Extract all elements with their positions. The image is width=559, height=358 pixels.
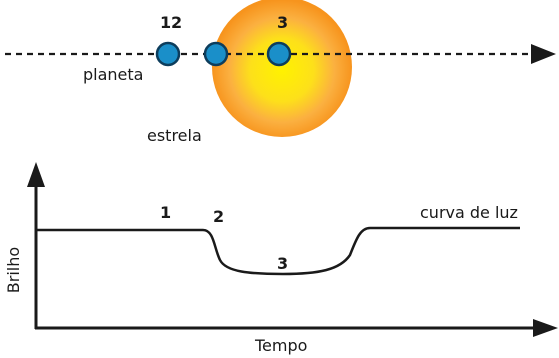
y-axis-label: Brilho — [6, 247, 22, 293]
planet-position-2 — [205, 43, 227, 65]
orbit-marker-2: 2 — [171, 15, 182, 31]
orbit-arrow-head — [531, 44, 556, 64]
x-axis-label: Tempo — [255, 338, 307, 354]
x-axis-arrow-head — [533, 319, 558, 337]
curve-point-1: 1 — [160, 205, 171, 221]
orbit-marker-1: 1 — [160, 15, 171, 31]
planet-position-3 — [268, 43, 290, 65]
curve-point-2: 2 — [213, 209, 224, 225]
planet-label: planeta — [83, 67, 143, 83]
y-axis-arrow-head — [27, 162, 45, 187]
star-label: estrela — [147, 128, 202, 144]
orbit-marker-3: 3 — [277, 15, 288, 31]
curve-label: curva de luz — [420, 205, 518, 221]
planet-position-1 — [157, 43, 179, 65]
curve-point-3: 3 — [277, 256, 288, 272]
